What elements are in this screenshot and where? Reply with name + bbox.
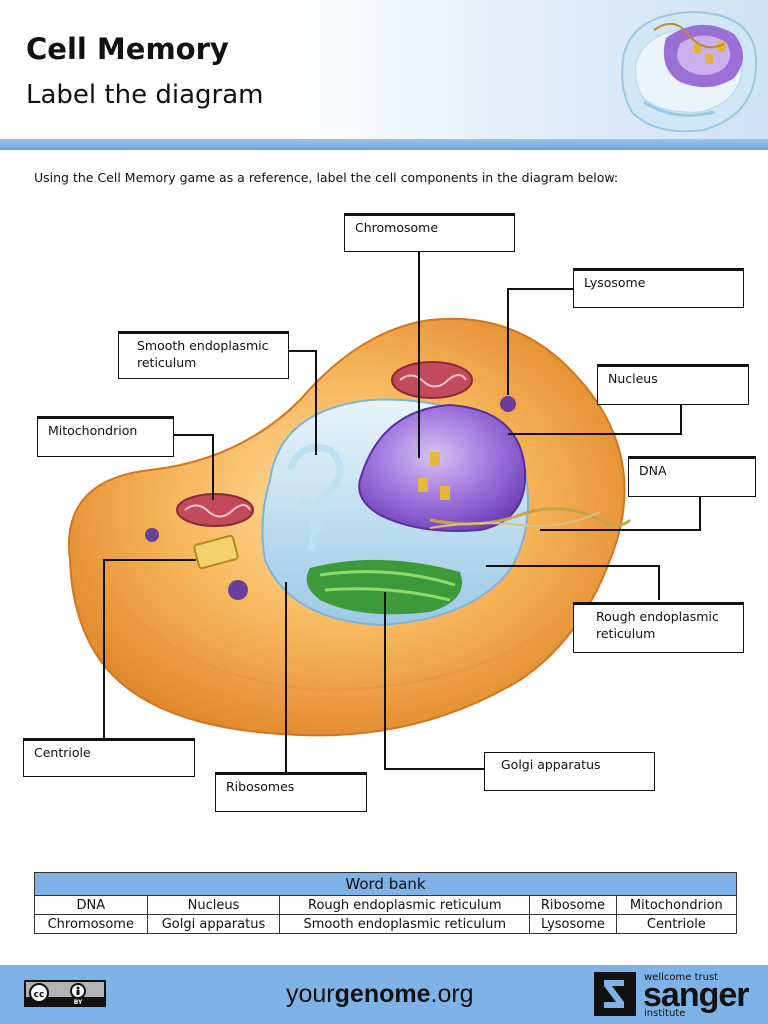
footer-website[interactable]: yourgenome.org <box>286 980 474 1009</box>
table-row: DNA Nucleus Rough endoplasmic reticulum … <box>34 895 738 915</box>
site-suffix: .org <box>430 980 474 1008</box>
label-mitochondrion: Mitochondrion <box>37 416 174 457</box>
word-bank-cell: Lysosome <box>529 914 617 934</box>
sanger-institute: institute <box>644 1008 686 1019</box>
cc-by-icon: cc BY <box>26 982 104 1006</box>
word-bank-cell: DNA <box>34 895 148 915</box>
instructions: Using the Cell Memory game as a referenc… <box>34 170 619 185</box>
label-golgi: Golgi apparatus <box>484 752 655 791</box>
label-rough-er: Rough endoplasmic reticulum <box>573 602 744 653</box>
mitochondrion-1 <box>391 361 473 399</box>
nucleus <box>358 403 527 532</box>
header-stripe <box>0 139 768 150</box>
word-bank-cell: Smooth endoplasmic reticulum <box>279 914 531 934</box>
page-title: Cell Memory <box>26 32 229 66</box>
label-ribosomes: Ribosomes <box>215 772 367 812</box>
label-chromosome: Chromosome <box>344 213 515 252</box>
word-bank-title: Word bank <box>34 872 737 896</box>
label-centriole: Centriole <box>23 738 195 777</box>
site-prefix: your <box>286 980 335 1008</box>
table-row: Chromosome Golgi apparatus Smooth endopl… <box>34 914 738 934</box>
word-bank-table: Word bank DNA Nucleus Rough endoplasmic … <box>34 872 738 934</box>
sanger-logo-icon <box>594 972 636 1016</box>
word-bank-cell: Ribosome <box>529 895 617 915</box>
label-dna: DNA <box>628 456 756 497</box>
page-footer <box>0 965 768 1024</box>
sanger-wordmark: sanger <box>643 976 749 1014</box>
cc-by-label: BY <box>74 999 83 1005</box>
sanger-wellcome-trust: wellcome trust <box>644 972 719 983</box>
label-lysosome: Lysosome <box>573 268 744 308</box>
label-nucleus: Nucleus <box>597 364 749 405</box>
word-bank-cell: Centriole <box>615 914 738 934</box>
word-bank-cell: Chromosome <box>34 914 148 934</box>
cc-mark: cc <box>34 990 45 1000</box>
word-bank-cell: Golgi apparatus <box>146 914 281 934</box>
label-smooth-er: Smooth endoplasmic reticulum <box>118 331 289 379</box>
lysosome-dot <box>500 396 516 412</box>
mitochondrion-2 <box>176 493 254 527</box>
word-bank-cell: Rough endoplasmic reticulum <box>279 895 531 915</box>
site-bold: genome <box>334 980 431 1008</box>
smooth-er <box>286 444 344 532</box>
header-cell-illustration <box>621 10 758 133</box>
centriole <box>193 534 239 570</box>
word-bank-cell: Nucleus <box>146 895 281 915</box>
page-subtitle: Label the diagram <box>26 80 264 110</box>
cc-license-badge[interactable]: cc BY <box>24 980 106 1007</box>
word-bank-cell: Mitochondrion <box>615 895 738 915</box>
